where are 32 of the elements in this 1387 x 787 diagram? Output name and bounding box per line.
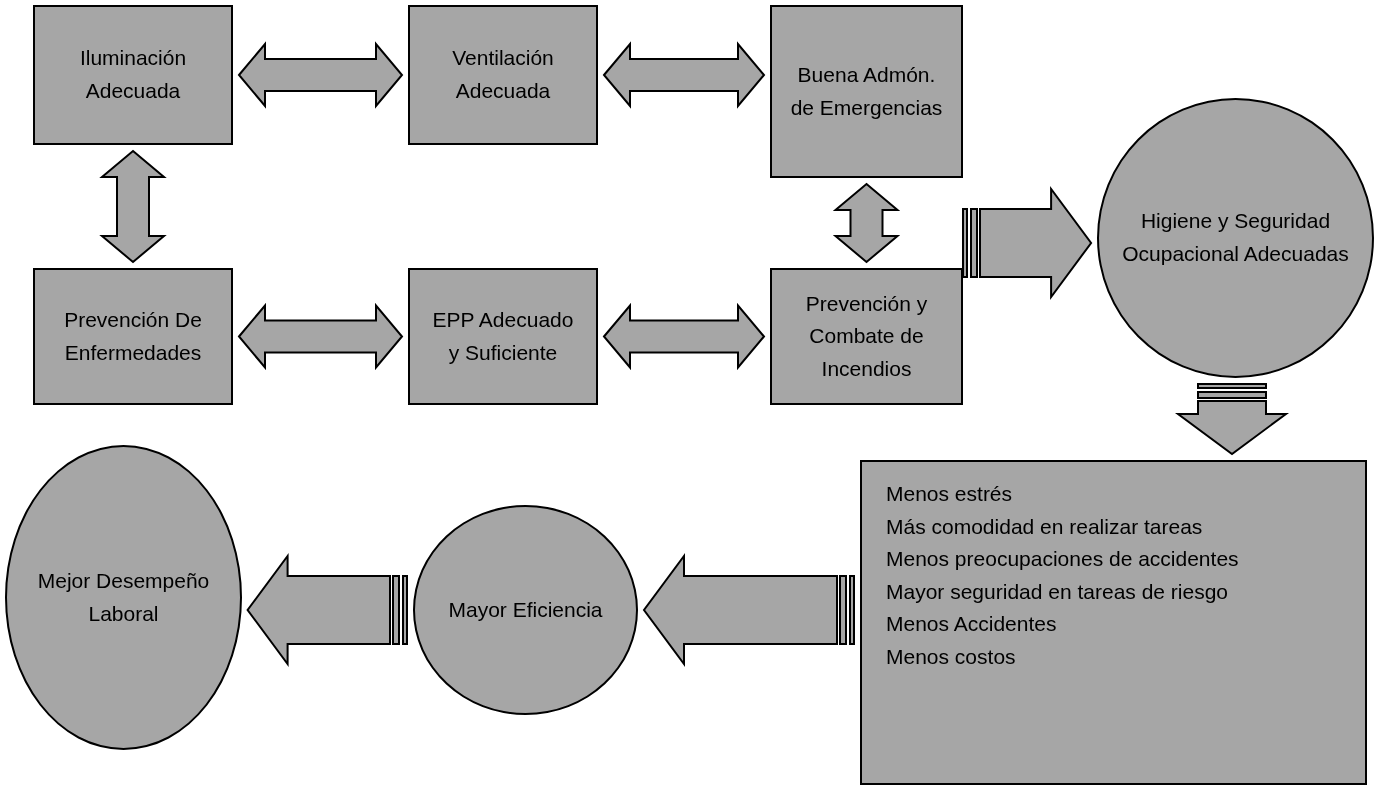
node-label: Higiene y Seguridad Ocupacional Adecuadas bbox=[1121, 208, 1350, 267]
process-box bbox=[33, 5, 233, 145]
list-item: Menos costos bbox=[886, 643, 1017, 670]
list-item: Menos Accidentes bbox=[886, 611, 1058, 638]
node-label: EPP Adecuado y Suficiente bbox=[431, 306, 575, 366]
list-item: Menos estrés bbox=[886, 481, 1014, 507]
process-box bbox=[770, 5, 963, 178]
node-label: Prevención De Enfermedades bbox=[63, 306, 203, 366]
block-arrow bbox=[1174, 383, 1290, 456]
process-box bbox=[33, 268, 233, 405]
node-label: Prevención y Combate de Incendios bbox=[804, 290, 929, 382]
list-item: Menos preocupaciones de accidentes bbox=[886, 546, 1240, 573]
list-item: Mayor seguridad en tareas de riesgo bbox=[886, 578, 1230, 605]
process-box bbox=[770, 268, 963, 405]
node-label: Buena Admón. de Emergencias bbox=[789, 61, 944, 121]
process-box bbox=[408, 5, 598, 145]
block-arrow bbox=[832, 182, 901, 264]
block-arrow bbox=[642, 552, 855, 668]
block-arrow bbox=[246, 552, 408, 668]
block-arrow bbox=[962, 185, 1093, 301]
node-label: Iluminación Adecuada bbox=[78, 45, 188, 104]
node-label: Mejor Desempeño Laboral bbox=[36, 567, 211, 627]
block-arrow bbox=[237, 302, 404, 371]
block-arrow bbox=[602, 302, 766, 371]
block-arrow bbox=[237, 41, 404, 109]
block-arrow bbox=[602, 41, 766, 109]
block-arrow bbox=[99, 149, 167, 264]
text-box bbox=[860, 460, 1367, 785]
process-box bbox=[408, 268, 598, 405]
node-label: Mayor Eficiencia bbox=[448, 596, 603, 623]
list-item: Más comodidad en realizar tareas bbox=[886, 513, 1204, 540]
node-label: Ventilación Adecuada bbox=[451, 45, 555, 104]
